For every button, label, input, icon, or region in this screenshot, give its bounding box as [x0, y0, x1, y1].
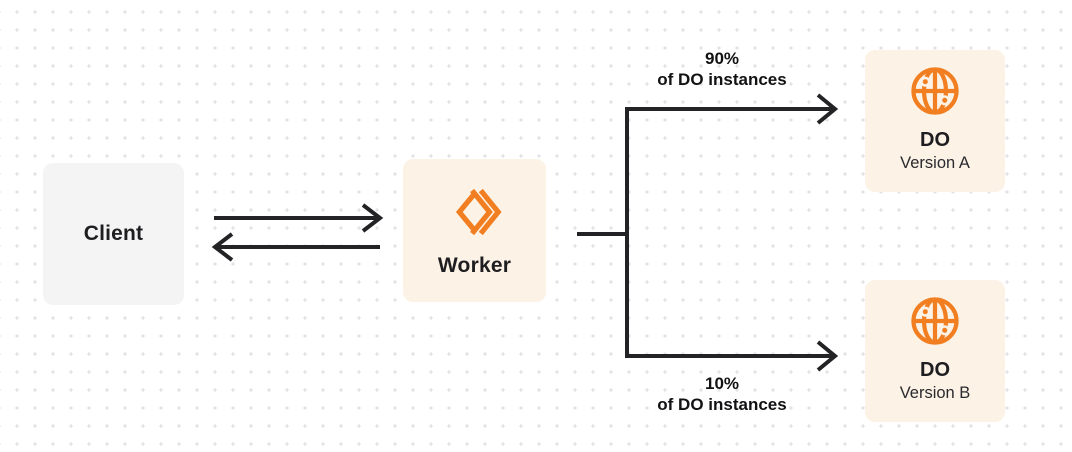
do-a-title: DO — [920, 129, 950, 151]
client-label: Client — [83, 222, 144, 245]
node-do-version-b: DO Version B — [865, 280, 1005, 422]
arrow-to-do-a-head — [816, 93, 839, 125]
arrow-client-to-worker-head — [361, 203, 384, 233]
arrow-to-do-b-head — [816, 340, 839, 372]
do-a-subtitle: Version A — [900, 154, 970, 172]
edge-label-90-percent-value: 90% — [704, 49, 740, 68]
edge-label-10-percent-caption: of DO instances — [657, 395, 787, 414]
worker-label: Worker — [437, 254, 512, 277]
edge-label-90-percent: 90% of DO instances — [612, 48, 832, 90]
edge-label-90-percent-caption: of DO instances — [657, 70, 787, 89]
edge-label-10-percent: 10% of DO instances — [612, 373, 832, 415]
globe-icon — [908, 294, 962, 348]
node-worker: Worker — [403, 159, 546, 302]
node-do-version-a: DO Version A — [865, 50, 1005, 192]
cloudflare-workers-icon — [446, 183, 504, 241]
do-b-title: DO — [920, 359, 950, 381]
split-branch — [625, 107, 832, 358]
node-client: Client — [43, 163, 184, 305]
globe-icon — [908, 64, 962, 118]
do-b-subtitle: Version B — [899, 384, 971, 402]
edge-label-10-percent-value: 10% — [704, 374, 740, 393]
arrow-worker-to-client-head — [211, 232, 234, 262]
